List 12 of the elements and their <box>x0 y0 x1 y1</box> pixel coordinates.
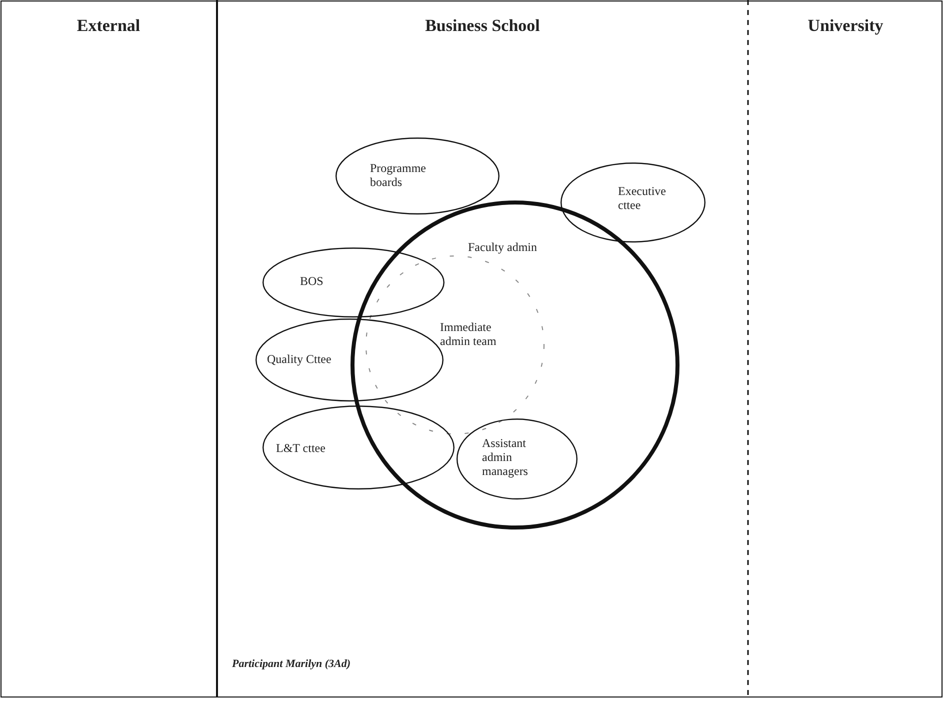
participant-note: Participant Marilyn (3Ad) <box>232 658 351 670</box>
node-label: Programme boards <box>370 161 427 189</box>
node-label: L&T cttee <box>276 441 326 455</box>
node-label: Assistant admin managers <box>482 436 529 478</box>
node-label: Quality Cttee <box>267 352 332 366</box>
column-heading: University <box>806 16 884 36</box>
node-label: Executive cttee <box>618 184 667 212</box>
node-label: Faculty admin <box>468 240 538 254</box>
node-label: BOS <box>300 274 324 288</box>
node-label: Immediate admin team <box>440 320 498 348</box>
column-heading: Business School <box>424 16 541 36</box>
column-heading: External <box>76 16 142 36</box>
